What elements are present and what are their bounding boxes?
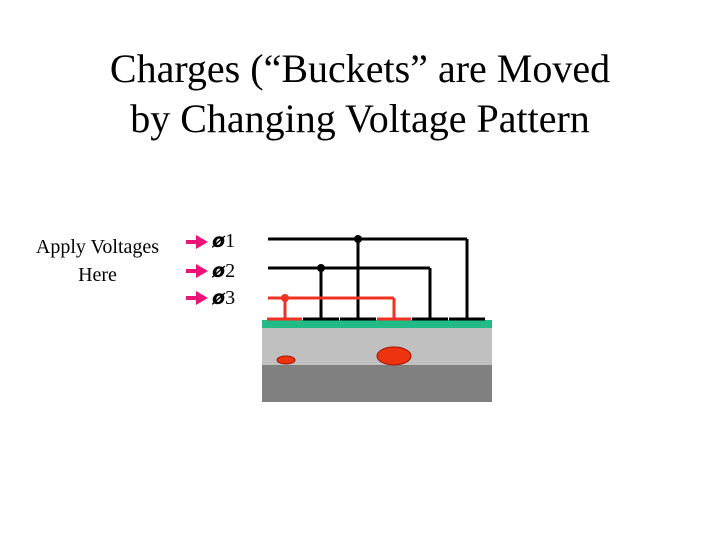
phase-3-junction [281,294,289,302]
apply-voltages-label: Apply Voltages Here [20,233,175,289]
charge-packet-large [376,346,412,366]
phase-3-label: ø3 [212,287,235,309]
title-line-2: by Changing Voltage Pattern [130,96,590,141]
phase-3-number: 3 [225,287,236,309]
arrow-icon-phase-2 [186,264,208,278]
phase-2-number: 2 [225,260,236,282]
apply-label-line-1: Apply Voltages [35,236,160,258]
slide-title: Charges (“Buckets” are Moved by Changing… [0,44,720,144]
phase-2-wiring [268,266,448,321]
charge-packet-small [276,355,296,365]
phase-2-label: ø2 [212,260,235,282]
phase-1-wiring [268,237,485,321]
silicon-lower-layer [262,365,492,402]
phase-3-wiring [267,296,411,321]
phi-symbol-1: ø [212,230,226,252]
phase-2-junction [317,264,325,272]
phase-1-number: 1 [225,230,236,252]
phase-1-label: ø1 [212,230,235,252]
arrow-icon-phase-3 [186,291,208,305]
silicon-upper-layer [262,328,492,365]
title-line-1: Charges (“Buckets” are Moved [109,46,611,91]
arrow-icon-phase-1 [186,235,208,249]
phase-1-junction [354,235,362,243]
phi-symbol-3: ø [212,287,226,309]
apply-label-line-2: Here [78,264,117,286]
phi-symbol-2: ø [212,260,226,282]
oxide-layer [262,320,492,328]
